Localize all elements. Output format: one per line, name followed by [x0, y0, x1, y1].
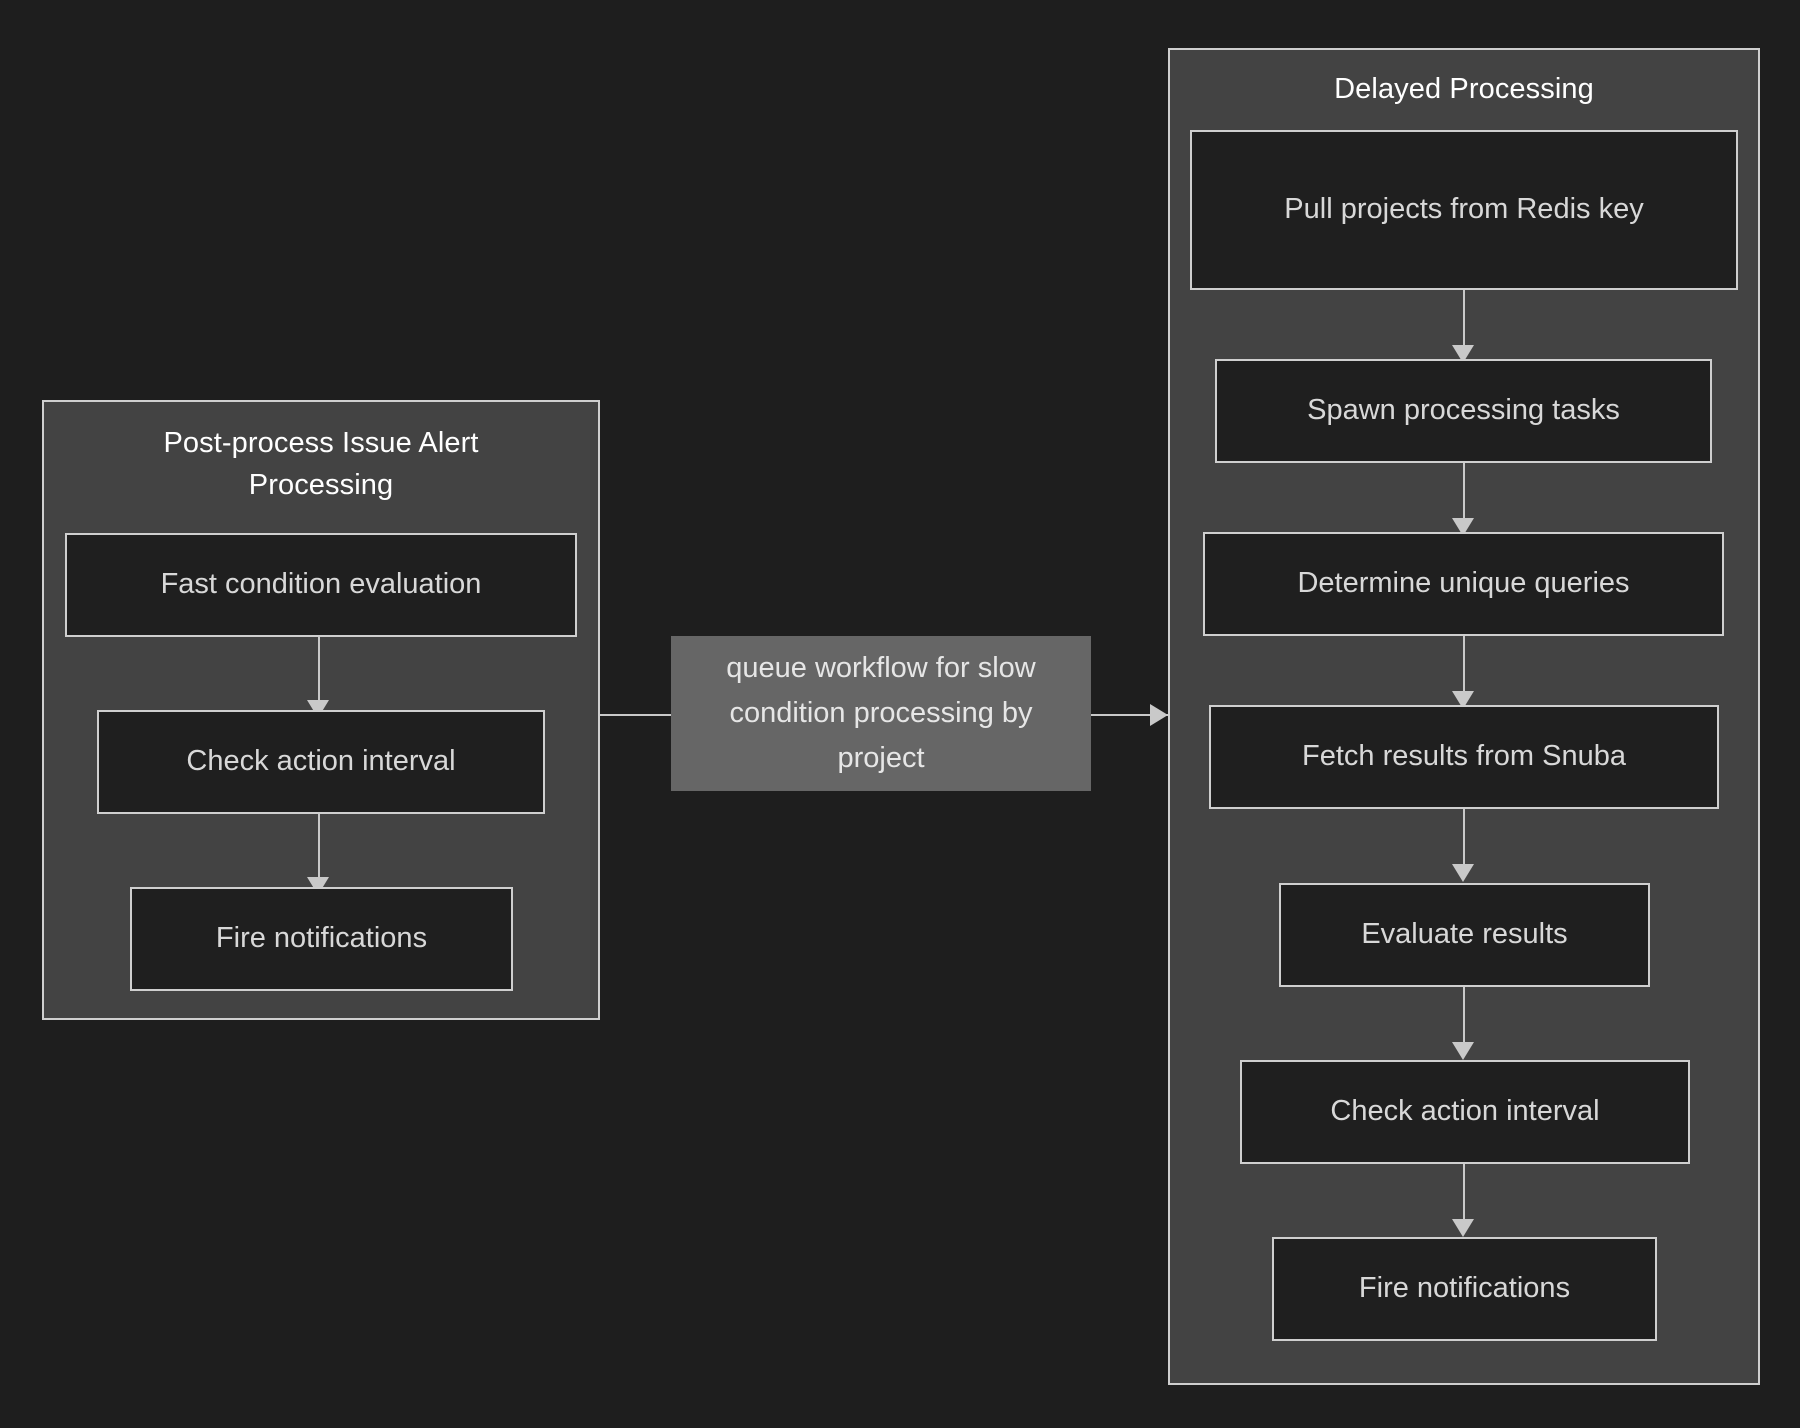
edge-label-queue-workflow: queue workflow for slow condition proces… [671, 636, 1091, 791]
node-determine-unique-queries[interactable]: Determine unique queries [1203, 532, 1724, 636]
node-fire-notifications-left[interactable]: Fire notifications [130, 887, 513, 991]
edge-line-evaluate-to-check [1463, 987, 1465, 1049]
edge-arrow-spawn-to-determine [1452, 518, 1474, 536]
subgraph-title-right: Delayed Processing [1334, 73, 1594, 105]
node-label: Fire notifications [215, 922, 428, 955]
edge-line-determine-to-fetch [1463, 636, 1465, 698]
node-label: Fetch results from Snuba [1302, 740, 1626, 773]
node-fast-condition-evaluation[interactable]: Fast condition evaluation [65, 533, 577, 637]
edge-label-text: queue workflow for slow condition proces… [726, 652, 1036, 774]
node-label: Spawn processing tasks [1307, 394, 1620, 427]
node-label: Pull projects from Redis key [1284, 193, 1644, 226]
node-spawn-processing-tasks[interactable]: Spawn processing tasks [1215, 359, 1712, 463]
node-check-action-interval-right[interactable]: Check action interval [1240, 1060, 1690, 1164]
edge-line-fetch-to-evaluate [1463, 809, 1465, 871]
edge-arrow-check-to-fire-right [1452, 1219, 1474, 1237]
edge-arrow-fetch-to-evaluate [1452, 864, 1474, 882]
node-fire-notifications-right[interactable]: Fire notifications [1272, 1237, 1657, 1341]
node-label: Check action interval [1330, 1095, 1600, 1128]
node-fetch-results-from-snuba[interactable]: Fetch results from Snuba [1209, 705, 1719, 809]
edge-line-fast-to-check [318, 637, 320, 707]
node-label: Evaluate results [1361, 918, 1568, 951]
node-label: Check action interval [186, 745, 456, 778]
node-label: Fast condition evaluation [160, 568, 482, 601]
node-check-action-interval-left[interactable]: Check action interval [97, 710, 545, 814]
node-label: Fire notifications [1358, 1272, 1571, 1305]
edge-arrow-determine-to-fetch [1452, 691, 1474, 709]
edge-arrow-evaluate-to-check [1452, 1042, 1474, 1060]
edge-line-pull-to-spawn [1463, 290, 1465, 352]
node-pull-projects-from-redis-key[interactable]: Pull projects from Redis key [1190, 130, 1738, 290]
node-label: Determine unique queries [1297, 567, 1630, 600]
edge-line-check-to-fire-right [1463, 1164, 1465, 1226]
edge-line-check-to-fire [318, 814, 320, 884]
edge-arrow-pull-to-spawn [1452, 345, 1474, 363]
edge-arrow-left-to-right-subgraph [1150, 704, 1168, 726]
subgraph-title-left: Post-process Issue Alert Processing [163, 427, 479, 502]
edge-line-spawn-to-determine [1463, 463, 1465, 525]
node-evaluate-results[interactable]: Evaluate results [1279, 883, 1650, 987]
